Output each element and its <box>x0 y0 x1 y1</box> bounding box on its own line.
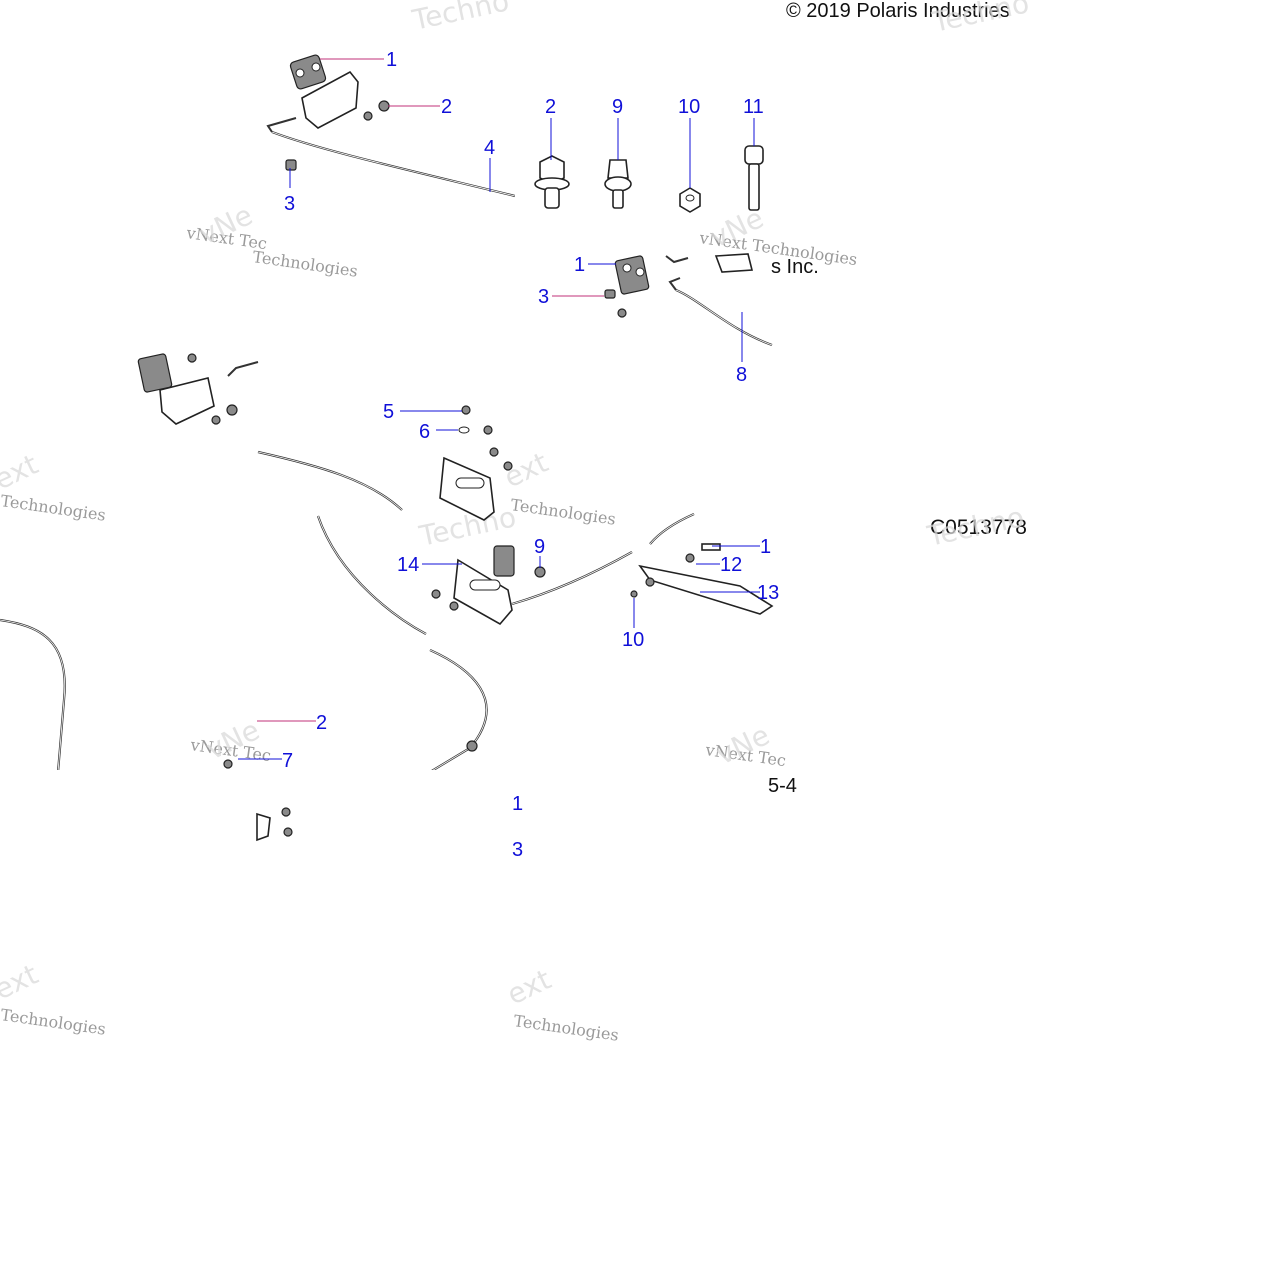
callout-11: 11 <box>743 96 764 118</box>
washer-12 <box>685 553 695 563</box>
callout-6: 6 <box>419 421 430 443</box>
leader-lines <box>238 58 760 760</box>
watermark-technologies-topright: Techno <box>929 0 1032 39</box>
u-nut-9 <box>604 159 632 209</box>
callout-2: 2 <box>316 712 327 734</box>
figure-code: C0513778 <box>930 516 1027 539</box>
clip-3-right <box>604 289 616 299</box>
callout-4: 4 <box>484 137 495 159</box>
clip-3-upper <box>285 159 297 171</box>
watermark-technologies-top: Techno <box>409 0 512 37</box>
mount-bracket-upper <box>301 70 359 129</box>
shoulder-bolt-11 <box>744 145 764 211</box>
hardware-row <box>534 145 764 213</box>
watermark-technologies-left: Technologies <box>0 491 107 525</box>
callout-layer: 1 2 4 3 2 9 10 11 1 3 8 5 6 9 14 1 12 13… <box>282 49 779 861</box>
callout-1: 1 <box>386 49 397 71</box>
hinge-latch-2 <box>614 255 650 295</box>
watermark-technologies-1: Technologies <box>251 247 359 281</box>
callout-8: 8 <box>736 364 747 386</box>
cable-upper-mid <box>257 450 403 511</box>
callout-2: 2 <box>441 96 452 118</box>
flange-bolt-2 <box>534 155 570 209</box>
small-nut-right <box>617 308 627 318</box>
callout-10: 10 <box>678 96 700 118</box>
page-ref-fragment: 5-4 <box>768 775 797 797</box>
mount-bracket-left <box>159 377 215 425</box>
callout-3: 3 <box>538 286 549 308</box>
lower-fragment <box>256 807 293 842</box>
middle-assembly <box>0 353 774 770</box>
watermark-ext-bm: ext <box>502 963 556 1012</box>
cable-to-arm <box>511 551 633 606</box>
watermark-layer: Techno Techno vNext Tec vNe Technologies… <box>0 0 1032 1045</box>
callout-9: 9 <box>534 536 545 558</box>
callout-10: 10 <box>622 629 644 651</box>
callout-1: 1 <box>760 536 771 558</box>
callout-12: 12 <box>720 554 742 576</box>
callout-14: 14 <box>397 554 419 576</box>
lock-nut-10 <box>679 187 701 213</box>
bolt-1-arm <box>701 543 721 551</box>
callout-3: 3 <box>512 839 523 861</box>
cable-upper-right <box>649 512 695 545</box>
watermark-technologies-bl: Technologies <box>0 1005 107 1039</box>
callout-7: 7 <box>282 750 293 772</box>
callout-1: 1 <box>512 793 523 815</box>
inc-fragment: s Inc. <box>771 256 819 278</box>
callout-13: 13 <box>757 582 779 604</box>
hinge-latch-9 <box>493 545 515 577</box>
bolt-2-upper <box>378 100 390 112</box>
washer-6 <box>458 426 470 434</box>
callout-2: 2 <box>545 96 556 118</box>
nut-10b <box>630 590 638 598</box>
cable-lower <box>429 648 488 770</box>
u-nut-9b <box>534 566 546 578</box>
watermark-technologies-mid: Technologies <box>509 495 617 529</box>
cable-left <box>0 618 66 770</box>
nut-upper <box>363 111 373 121</box>
mount-bracket-5 <box>439 456 495 521</box>
callout-3: 3 <box>284 193 295 215</box>
callout-9: 9 <box>612 96 623 118</box>
upper-right-detail <box>604 253 773 347</box>
watermark-technologies-bm: Technologies <box>512 1011 620 1045</box>
hinge-latch-3 <box>137 353 173 393</box>
cable-4 <box>271 130 515 198</box>
arm-13 <box>638 564 774 615</box>
watermark-technologies-right: Techno <box>924 500 1027 553</box>
watermark-ext-left: ext <box>0 448 43 497</box>
callout-1: 1 <box>574 254 585 276</box>
bolt-5 <box>461 405 471 415</box>
copyright-notice: © 2019 Polaris Industries <box>786 0 1010 22</box>
watermark-ext-bl: ext <box>0 958 43 1007</box>
upper-left-assembly <box>266 54 515 198</box>
callout-5: 5 <box>383 401 394 423</box>
